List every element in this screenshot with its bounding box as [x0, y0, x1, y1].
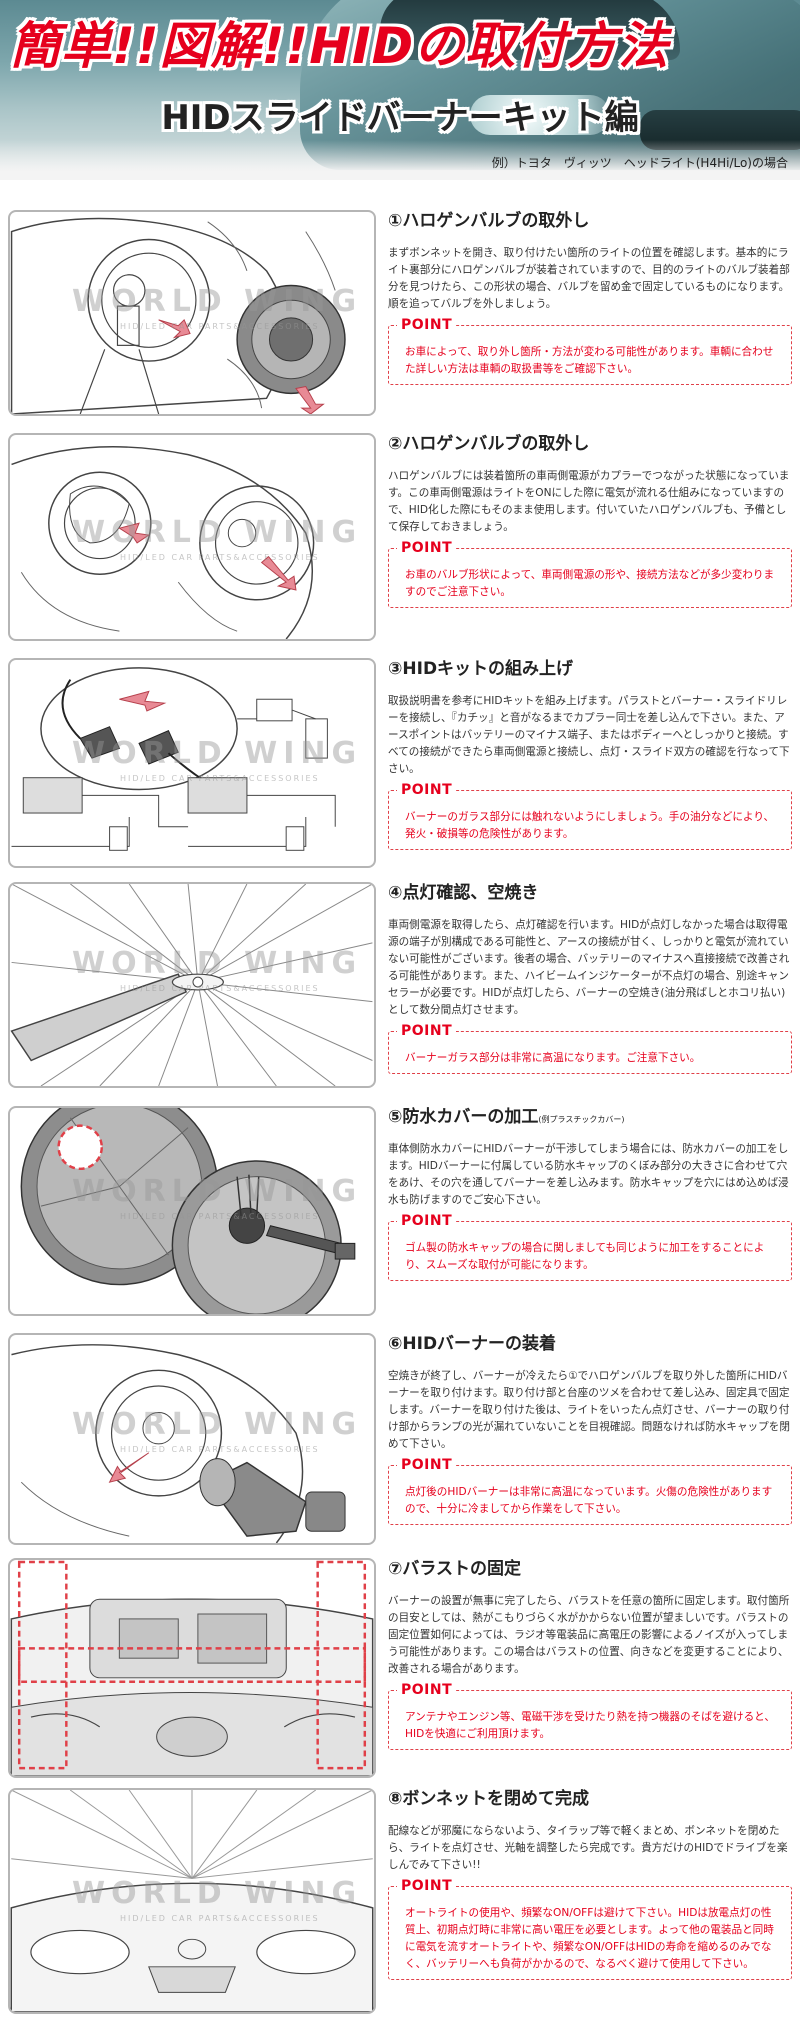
header-ground	[0, 140, 800, 180]
point-text: バーナーのガラス部分には触れないようにしましょう。手の油分などにより、発火・破損…	[405, 811, 775, 840]
watermark-tagline: HID/LED CAR PARTS&ACCESSORIES	[120, 322, 320, 331]
watermark-brand: WORLD WING LIGHT	[72, 515, 374, 550]
watermark-tagline: HID/LED CAR PARTS&ACCESSORIES	[120, 774, 320, 783]
point-label: POINT	[397, 1213, 457, 1229]
step-heading: ①ハロゲンバルブの取外し	[388, 211, 590, 231]
step-body: 取扱説明書を参考にHIDキットを組み上げます。パラストとバーナー・スライドリレー…	[388, 695, 790, 775]
page-title: 簡単!!図解!!HIDの取付方法	[10, 17, 670, 75]
point-label: POINT	[397, 1682, 457, 1698]
finished-car-drawing	[10, 1790, 374, 2012]
step-6-text: ⑥HIDバーナーの装着 空焼きが終了し、バーナーが冷えたら①でハロゲンバルブを取…	[388, 1333, 792, 1525]
step-heading: ⑧ボンネットを閉めて完成	[388, 1789, 590, 1809]
watermark-brand: WORLD WING LIGHT	[72, 736, 374, 771]
step-5-text: ⑤防水カバーの加工(例プラスチックカバー) 車体側防水カバーにHIDバーナーが干…	[388, 1106, 792, 1281]
point-label: POINT	[397, 317, 457, 333]
step-heading: ⑤防水カバーの加工(例プラスチックカバー)	[388, 1107, 625, 1127]
point-text: 点灯後のHIDバーナーは非常に高温になっています。火傷の危険性がありますので、十…	[405, 1486, 773, 1515]
step-body: 配線などが邪魔にならないよう、タイラップ等で軽くまとめ、ボンネットを閉めたら、ラ…	[388, 1825, 788, 1871]
point-label: POINT	[397, 1023, 457, 1039]
step-body: まずボンネットを開き、取り付けたい箇所のライトの位置を確認します。基本的にライト…	[388, 247, 790, 310]
step-4-illustration: WORLD WING LIGHT HID/LED CAR PARTS&ACCES…	[8, 882, 376, 1088]
step-7-illustration	[8, 1558, 376, 1778]
step-heading: ②ハロゲンバルブの取外し	[388, 434, 590, 454]
watermark-brand: WORLD WING LIGHT	[72, 284, 374, 319]
point-text: ゴム製の防水キャップの場合に関しましても同じように加工をすることにより、スムーズ…	[405, 1242, 765, 1271]
step-2-text: ②ハロゲンバルブの取外し ハロゲンバルブには装着箇所の車両側電源がカプラーでつな…	[388, 433, 792, 608]
point-text: オートライトの使用や、頻繁なON/OFFは避けて下さい。HIDは放電点灯の性質上…	[405, 1907, 774, 1970]
hid-kit-wiring-drawing	[11, 667, 336, 851]
step-2-illustration: WORLD WING LIGHT HID/LED CAR PARTS&ACCES…	[8, 433, 376, 641]
bulb-removal-drawing	[11, 446, 315, 639]
step-body: 車両側電源を取得したら、点灯確認を行います。HIDが点灯しなかった場合は取得電源…	[388, 919, 790, 1016]
watermark-brand: WORLD WING LIGHT	[72, 1876, 374, 1911]
header-car-window	[380, 0, 680, 60]
watermark-brand: WORLD WING LIGHT	[72, 1174, 374, 1209]
step-body: バーナーの設置が無事に完了したら、バラストを任意の箇所に固定します。取付箇所の目…	[388, 1595, 790, 1675]
point-box: POINT バーナーのガラス部分には触れないようにしましょう。手の油分などにより…	[388, 782, 792, 850]
point-label: POINT	[397, 540, 457, 556]
burner-glow-drawing	[10, 884, 373, 1086]
watermark-brand: WORLD WING LIGHT	[72, 1407, 374, 1442]
step-8-illustration: WORLD WING LIGHT HID/LED CAR PARTS&ACCES…	[8, 1788, 376, 2014]
watermark-tagline: HID/LED CAR PARTS&ACCESSORIES	[120, 984, 320, 993]
engine-bay-drawing	[10, 1560, 374, 1776]
step-6-illustration: WORLD WING LIGHT HID/LED CAR PARTS&ACCES…	[8, 1333, 376, 1545]
point-box: POINT お車のバルブ形状によって、車両側電源の形や、接続方法などが多少変わり…	[388, 540, 792, 608]
step-heading: ③HIDキットの組み上げ	[388, 659, 574, 679]
burner-installation-drawing	[11, 1344, 346, 1543]
page-header: 簡単!!図解!!HIDの取付方法 HIDスライドバーナーキット編 例）トヨタ ヴ…	[0, 0, 800, 180]
waterproof-cover-drawing	[20, 1108, 356, 1314]
point-box: POINT バーナーガラス部分は非常に高温になります。ご注意下さい。	[388, 1023, 792, 1074]
point-label: POINT	[397, 1878, 457, 1894]
step-body: ハロゲンバルブには装着箇所の車両側電源がカプラーでつながった状態になっています。…	[388, 470, 790, 533]
point-box: POINT ゴム製の防水キャップの場合に関しましても同じように加工をすることによ…	[388, 1213, 792, 1281]
watermark-tagline: HID/LED CAR PARTS&ACCESSORIES	[120, 553, 320, 562]
point-label: POINT	[397, 1457, 457, 1473]
step-body: 空焼きが終了し、バーナーが冷えたら①でハロゲンバルブを取り外した箇所にHIDバー…	[388, 1370, 790, 1450]
watermark-tagline: HID/LED CAR PARTS&ACCESSORIES	[120, 1212, 320, 1221]
point-box: POINT オートライトの使用や、頻繁なON/OFFは避けて下さい。HIDは放電…	[388, 1878, 792, 1980]
example-note: 例）トヨタ ヴィッツ ヘッドライト(H4Hi/Lo)の場合	[491, 156, 788, 170]
step-heading: ⑦バラストの固定	[388, 1559, 522, 1579]
step-3-illustration: WORLD WING LIGHT HID/LED CAR PARTS&ACCES…	[8, 658, 376, 868]
point-label: POINT	[397, 782, 457, 798]
header-car-headlight	[470, 95, 610, 135]
step-heading: ④点灯確認、空焼き	[388, 883, 539, 903]
watermark-tagline: HID/LED CAR PARTS&ACCESSORIES	[120, 1445, 320, 1454]
page-subtitle: HIDスライドバーナーキット編	[161, 98, 639, 138]
step-4-text: ④点灯確認、空焼き 車両側電源を取得したら、点灯確認を行います。HIDが点灯しな…	[388, 882, 792, 1074]
point-text: バーナーガラス部分は非常に高温になります。ご注意下さい。	[405, 1052, 701, 1064]
step-7-text: ⑦バラストの固定 バーナーの設置が無事に完了したら、バラストを任意の箇所に固定し…	[388, 1558, 792, 1750]
watermark-brand: WORLD WING LIGHT	[72, 946, 374, 981]
step-heading: ⑥HIDバーナーの装着	[388, 1334, 557, 1354]
step-body: 車体側防水カバーにHIDバーナーが干渉してしまう場合には、防水カバーの加工をしま…	[388, 1143, 789, 1206]
point-text: お車によって、取り外し箇所・方法が変わる可能性があります。車輌に合わせた詳しい方…	[405, 346, 774, 375]
point-box: POINT アンテナやエンジン等、電磁干渉を受けたり熱を持つ機器のそばを避けると…	[388, 1682, 792, 1750]
point-box: POINT お車によって、取り外し箇所・方法が変わる可能性があります。車輌に合わ…	[388, 317, 792, 385]
step-1-illustration: WORLD WING LIGHT HID/LED CAR PARTS&ACCES…	[8, 210, 376, 416]
step-8-text: ⑧ボンネットを閉めて完成 配線などが邪魔にならないよう、タイラップ等で軽くまとめ…	[388, 1788, 792, 1980]
step-3-text: ③HIDキットの組み上げ 取扱説明書を参考にHIDキットを組み上げます。パラスト…	[388, 658, 792, 850]
watermark-tagline: HID/LED CAR PARTS&ACCESSORIES	[120, 1914, 320, 1923]
point-box: POINT 点灯後のHIDバーナーは非常に高温になっています。火傷の危険性があり…	[388, 1457, 792, 1525]
step-1-text: ①ハロゲンバルブの取外し まずボンネットを開き、取り付けたい箇所のライトの位置を…	[388, 210, 792, 385]
headlight-rear-drawing	[10, 217, 346, 414]
point-text: アンテナやエンジン等、電磁干渉を受けたり熱を持つ機器のそばを避けると、HIDを快…	[405, 1711, 775, 1740]
step-5-illustration: WORLD WING LIGHT HID/LED CAR PARTS&ACCES…	[8, 1106, 376, 1316]
point-text: お車のバルブ形状によって、車両側電源の形や、接続方法などが多少変わりますのでご注…	[405, 569, 775, 598]
